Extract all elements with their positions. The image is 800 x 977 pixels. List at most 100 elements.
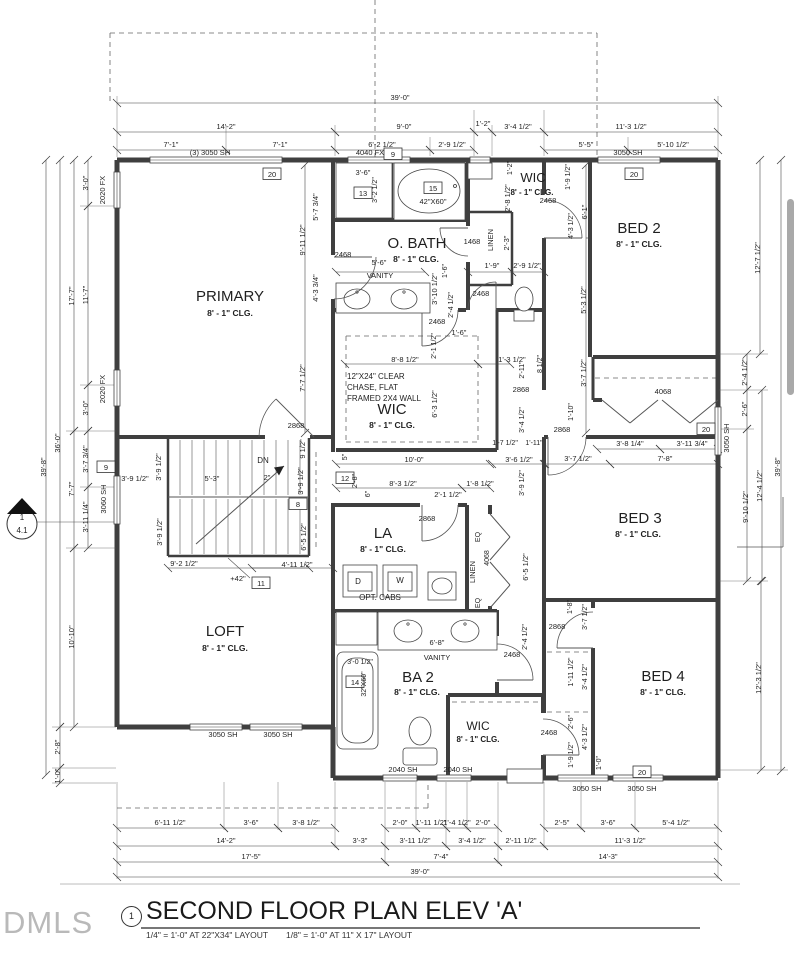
svg-text:9: 9 [104, 463, 108, 472]
svg-text:4'-3 1/2": 4'-3 1/2" [568, 213, 575, 239]
svg-text:1'-11 1/2": 1'-11 1/2" [415, 818, 446, 827]
svg-text:11'-3 1/2": 11'-3 1/2" [614, 836, 645, 845]
svg-text:39'-8": 39'-8" [773, 457, 782, 476]
svg-text:LA: LA [374, 525, 392, 542]
svg-text:4040 FX: 4040 FX [356, 148, 384, 157]
svg-text:3'-11 1/2": 3'-11 1/2" [399, 836, 430, 845]
svg-text:6": 6" [365, 490, 372, 497]
svg-text:4.1: 4.1 [16, 526, 28, 535]
svg-text:9 1/2": 9 1/2" [298, 439, 307, 459]
svg-text:17'-7": 17'-7" [67, 286, 76, 305]
svg-text:EQ: EQ [475, 531, 482, 542]
svg-text:4'-3 3/4": 4'-3 3/4" [311, 274, 320, 302]
svg-text:3'-4 1/2": 3'-4 1/2" [504, 122, 532, 131]
svg-text:2'-8": 2'-8" [352, 474, 359, 488]
svg-text:1468: 1468 [464, 237, 481, 246]
svg-text:2868: 2868 [288, 421, 305, 430]
svg-text:2'-4 1/2": 2'-4 1/2" [522, 624, 529, 650]
svg-text:3050 SH: 3050 SH [722, 423, 731, 452]
svg-text:2020 FX: 2020 FX [98, 176, 107, 204]
svg-text:BED 4: BED 4 [641, 668, 684, 685]
svg-text:12'-7 1/2": 12'-7 1/2" [753, 242, 762, 274]
svg-text:6'-3 1/2": 6'-3 1/2" [430, 390, 439, 418]
svg-text:2'-6": 2'-6" [568, 715, 575, 729]
svg-text:BA 2: BA 2 [402, 669, 434, 686]
svg-text:6'-11 1/2": 6'-11 1/2" [154, 818, 185, 827]
svg-text:2'-0": 2'-0" [393, 818, 408, 827]
svg-text:VANITY: VANITY [367, 271, 394, 280]
svg-text:2468: 2468 [504, 650, 521, 659]
svg-text:3'-8 1/4": 3'-8 1/4" [616, 439, 644, 448]
svg-text:5'-10 1/2": 5'-10 1/2" [657, 140, 689, 149]
svg-text:8' - 1" CLG.: 8' - 1" CLG. [393, 254, 439, 264]
svg-text:2'-9 1/2": 2'-9 1/2" [513, 261, 541, 270]
svg-text:9'-0": 9'-0" [397, 122, 412, 131]
door-swings-layer [7, 199, 594, 756]
svg-text:3'-3": 3'-3" [353, 836, 368, 845]
svg-text:3050 SH: 3050 SH [613, 148, 642, 157]
svg-text:OPT. CABS: OPT. CABS [359, 593, 401, 602]
svg-text:2040 SH: 2040 SH [388, 765, 417, 774]
svg-text:5": 5" [342, 453, 349, 460]
svg-text:4'-3 1/2": 4'-3 1/2" [582, 724, 589, 750]
svg-text:3'-4 1/2": 3'-4 1/2" [519, 407, 526, 433]
svg-text:39'-8": 39'-8" [39, 457, 48, 476]
svg-text:39'-0": 39'-0" [390, 93, 409, 102]
svg-text:3'-6 1/2": 3'-6 1/2" [505, 455, 533, 464]
svg-text:3'-7 1/2": 3'-7 1/2" [564, 454, 592, 463]
svg-text:36'-0": 36'-0" [53, 433, 62, 452]
svg-text:1'-9": 1'-9" [485, 261, 500, 270]
svg-text:2'-1 1/2": 2'-1 1/2" [431, 333, 438, 359]
svg-text:1'-6": 1'-6" [442, 264, 449, 278]
svg-text:8' - 1" CLG.: 8' - 1" CLG. [369, 420, 415, 430]
plumbing-fixtures-layer [343, 168, 534, 746]
svg-text:20: 20 [702, 425, 710, 434]
svg-text:DN: DN [257, 456, 269, 465]
svg-text:2'-4 1/2": 2'-4 1/2" [740, 358, 749, 386]
svg-text:+42": +42" [230, 574, 246, 583]
svg-text:1'-0": 1'-0" [53, 768, 62, 783]
svg-text:1: 1 [20, 513, 25, 522]
svg-text:5'-7 3/4": 5'-7 3/4" [311, 193, 320, 221]
svg-text:2'-1 1/2": 2'-1 1/2" [434, 490, 462, 499]
svg-text:3'-6": 3'-6" [356, 168, 371, 177]
annotations-layer: 39'-0"14'-2"9'-0"1'-2"3'-4 1/2"11'-3 1/2… [16, 93, 782, 876]
svg-text:6'-1": 6'-1" [580, 204, 589, 219]
svg-text:2468: 2468 [540, 196, 557, 205]
svg-text:FRAMED 2X4 WALL: FRAMED 2X4 WALL [347, 394, 421, 403]
svg-text:2020 FX: 2020 FX [98, 375, 107, 403]
svg-text:32"X60": 32"X60" [361, 671, 368, 697]
svg-text:2468: 2468 [541, 728, 558, 737]
svg-text:O. BATH: O. BATH [388, 235, 447, 252]
svg-text:7'-1": 7'-1" [164, 140, 179, 149]
svg-text:12'-3 1/2": 12'-3 1/2" [754, 662, 763, 694]
svg-text:1'-8 1/2": 1'-8 1/2" [466, 479, 494, 488]
svg-text:5'-4 1/2": 5'-4 1/2" [662, 818, 690, 827]
svg-text:7'-8": 7'-8" [658, 454, 673, 463]
svg-text:39'-0": 39'-0" [410, 867, 429, 876]
svg-text:7'-7 1/2": 7'-7 1/2" [298, 364, 307, 392]
svg-text:1'-0": 1'-0" [596, 756, 603, 770]
svg-text:3'-7 1/2": 3'-7 1/2" [579, 359, 588, 387]
svg-text:BED 2: BED 2 [617, 220, 660, 237]
svg-text:8' - 1" CLG.: 8' - 1" CLG. [510, 188, 553, 197]
svg-text:2'-11": 2'-11" [519, 361, 526, 379]
svg-text:8 1/2": 8 1/2" [537, 354, 544, 373]
svg-text:1'-2": 1'-2" [476, 119, 491, 128]
svg-text:12"X24" CLEAR: 12"X24" CLEAR [347, 372, 405, 381]
svg-text:2468: 2468 [429, 317, 446, 326]
svg-text:LINEN: LINEN [468, 561, 477, 583]
scrollbar-thumb[interactable] [787, 199, 794, 395]
svg-text:3'-7 1/2": 3'-7 1/2" [582, 604, 589, 630]
svg-text:4068: 4068 [484, 550, 491, 566]
svg-text:20: 20 [630, 170, 638, 179]
svg-text:2868: 2868 [554, 425, 571, 434]
svg-text:14'-3": 14'-3" [598, 852, 617, 861]
svg-text:2868: 2868 [419, 514, 436, 523]
svg-text:8'-3 1/2": 8'-3 1/2" [389, 479, 417, 488]
svg-text:15: 15 [429, 184, 437, 193]
svg-text:3'-0": 3'-0" [81, 400, 90, 415]
